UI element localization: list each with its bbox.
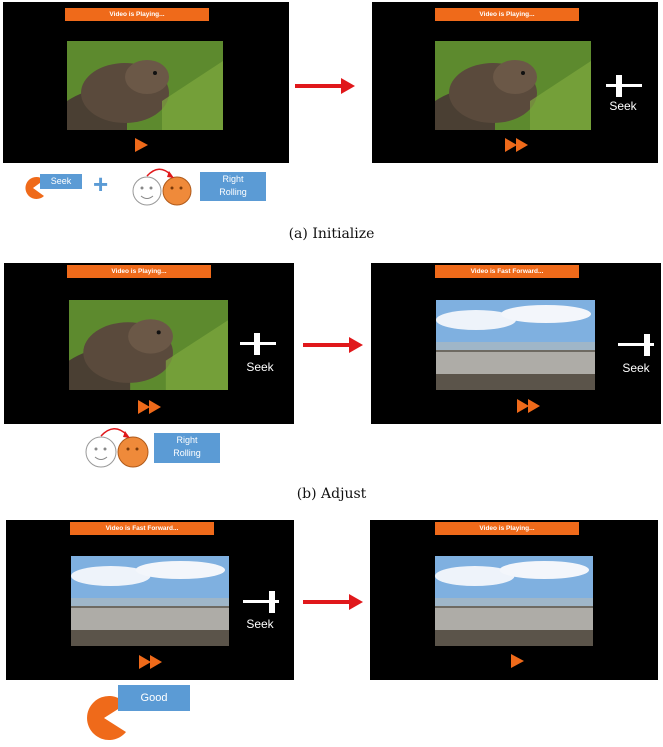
seek-slider-icon[interactable] — [243, 591, 279, 613]
fast-forward-icon[interactable] — [138, 400, 162, 414]
pacman-icon — [25, 177, 44, 199]
video-frame-beaver — [435, 41, 591, 130]
rolling-gesture-label: Right Rolling — [154, 433, 220, 463]
status-banner: Video is Fast Forward... — [435, 265, 579, 278]
rolling-label-line2: Rolling — [219, 187, 247, 197]
fast-forward-icon[interactable] — [139, 655, 163, 669]
plus-icon: + — [93, 169, 109, 199]
status-banner: Video is Playing... — [65, 8, 209, 21]
rolling-gesture-label: Right Rolling — [200, 172, 266, 201]
rolling-label-line1: Right — [222, 174, 244, 184]
rolling-label-line1: Right — [176, 435, 198, 445]
rolling-label-line2: Rolling — [173, 448, 201, 458]
pacman-icon — [87, 696, 126, 740]
transition-arrow — [303, 594, 363, 610]
play-icon[interactable] — [135, 138, 149, 152]
seek-label: Seek — [246, 617, 274, 631]
seek-label: Seek — [609, 99, 637, 113]
status-banner: Video is Fast Forward... — [70, 522, 214, 535]
seek-slider-icon[interactable] — [606, 75, 642, 97]
head-rolling-icon — [132, 168, 192, 206]
caption-b: (b) Adjust — [296, 486, 367, 502]
seek-label: Seek — [246, 360, 274, 374]
seek-label: Seek — [622, 361, 650, 375]
video-frame-beaver — [69, 300, 228, 390]
head-rolling-icon — [85, 428, 149, 468]
status-banner: Video is Playing... — [435, 8, 579, 21]
transition-arrow — [295, 78, 355, 94]
video-frame-beaver — [67, 41, 223, 130]
transition-arrow — [303, 337, 363, 353]
seek-slider-icon[interactable] — [240, 333, 276, 355]
play-icon[interactable] — [511, 654, 525, 668]
video-frame-birds — [435, 556, 593, 646]
video-frame-birds — [436, 300, 595, 390]
fast-forward-icon[interactable] — [505, 138, 529, 152]
seek-gesture-label: Seek — [40, 174, 82, 189]
caption-a: (a) Initialize — [288, 226, 375, 242]
good-gesture-label: Good — [118, 685, 190, 711]
status-banner: Video is Playing... — [67, 265, 211, 278]
seek-slider-icon[interactable] — [618, 334, 654, 356]
fast-forward-icon[interactable] — [517, 399, 541, 413]
video-frame-birds — [71, 556, 229, 646]
status-banner: Video is Playing... — [435, 522, 579, 535]
